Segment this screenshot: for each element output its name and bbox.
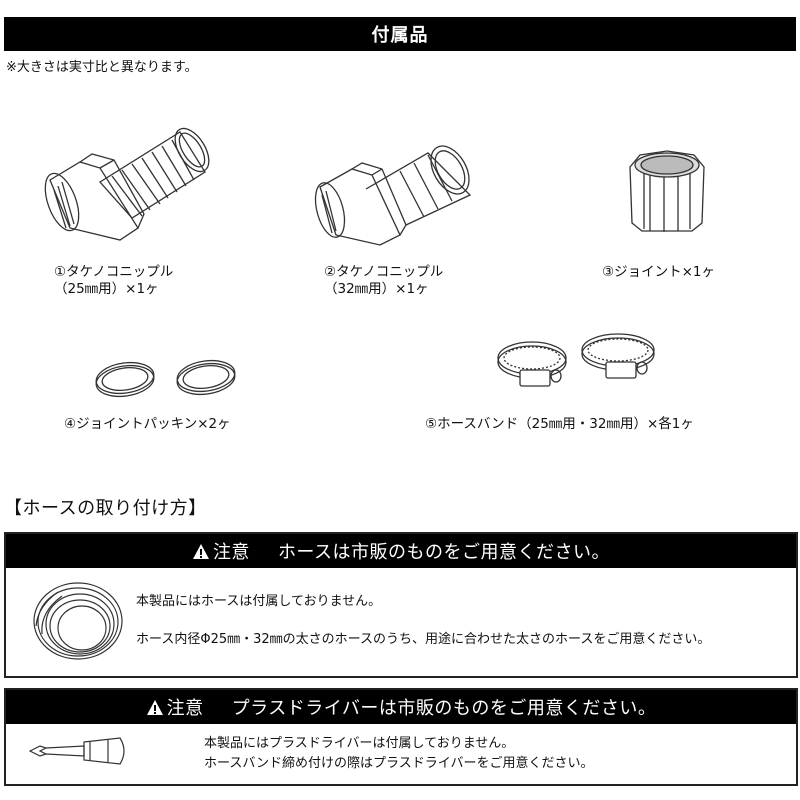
caution-heading: プラスドライバーは市販のものをご用意ください。 <box>231 698 657 719</box>
accessory-item-1: ①タケノコニップル （25㎜用）×1ヶ <box>54 264 173 298</box>
caution-header: 注意 ホースは市販のものをご用意ください。 <box>6 534 796 568</box>
caution-header: 注意 プラスドライバーは市販のものをご用意ください。 <box>6 690 796 724</box>
accessory-item-3: ③ジョイント×1ヶ <box>602 264 715 281</box>
accessory-item-2: ②タケノコニップル （32㎜用）×1ヶ <box>324 264 443 298</box>
caution-heading: ホースは市販のものをご用意ください。 <box>277 542 611 563</box>
warning-icon <box>192 543 209 559</box>
caution-line-2: ホースバンド締め付けの際はプラスドライバーをご用意ください。 <box>204 756 594 771</box>
item-name: ②タケノコニップル <box>324 264 444 280</box>
scale-note: ※大きさは実寸比と異なります。 <box>6 60 198 75</box>
caution-line-2: ホース内径Φ25㎜・32㎜の太さのホースのうち、用途に合わせた太さのホースをご用… <box>136 632 711 647</box>
caution-box-screwdriver: 注意 プラスドライバーは市販のものをご用意ください。 本製品にはプラスドライバー… <box>4 688 798 786</box>
accessories-header: 付属品 <box>4 17 796 51</box>
warning-icon <box>146 699 163 715</box>
item-name: ③ジョイント×1ヶ <box>602 264 716 280</box>
caution-line-1: 本製品にはプラスドライバーは付属しておりません。 <box>204 736 515 751</box>
gasket-icon <box>94 358 244 398</box>
hose-nipple-25mm-icon <box>40 110 210 245</box>
accessory-item-4: ④ジョイントパッキン×2ヶ <box>64 416 231 433</box>
item-qty: （32㎜用）×1ヶ <box>324 281 429 297</box>
installation-title: 【ホースの取り付け方】 <box>4 498 207 519</box>
accessory-item-5: ⑤ホースバンド（25㎜用・32㎜用）×各1ヶ <box>425 416 694 433</box>
joint-icon <box>622 145 712 235</box>
item-qty: （25㎜用）×1ヶ <box>54 281 159 297</box>
accessories-title: 付属品 <box>371 25 429 46</box>
item-name: ⑤ホースバンド（25㎜用・32㎜用）×各1ヶ <box>425 416 694 432</box>
item-name: ④ジョイントパッキン×2ヶ <box>64 416 231 432</box>
caution-label: 注意 <box>212 542 250 563</box>
caution-label: 注意 <box>166 698 204 719</box>
item-name: ①タケノコニップル <box>54 264 174 280</box>
hose-coil-icon <box>28 576 128 666</box>
hose-clamp-icon <box>494 330 664 390</box>
hose-nipple-32mm-icon <box>310 125 480 250</box>
caution-box-hose: 注意 ホースは市販のものをご用意ください。 本製品にはホースは付属しておりません… <box>4 532 798 678</box>
caution-line-1: 本製品にはホースは付属しておりません。 <box>136 594 382 609</box>
screwdriver-icon <box>28 734 128 768</box>
